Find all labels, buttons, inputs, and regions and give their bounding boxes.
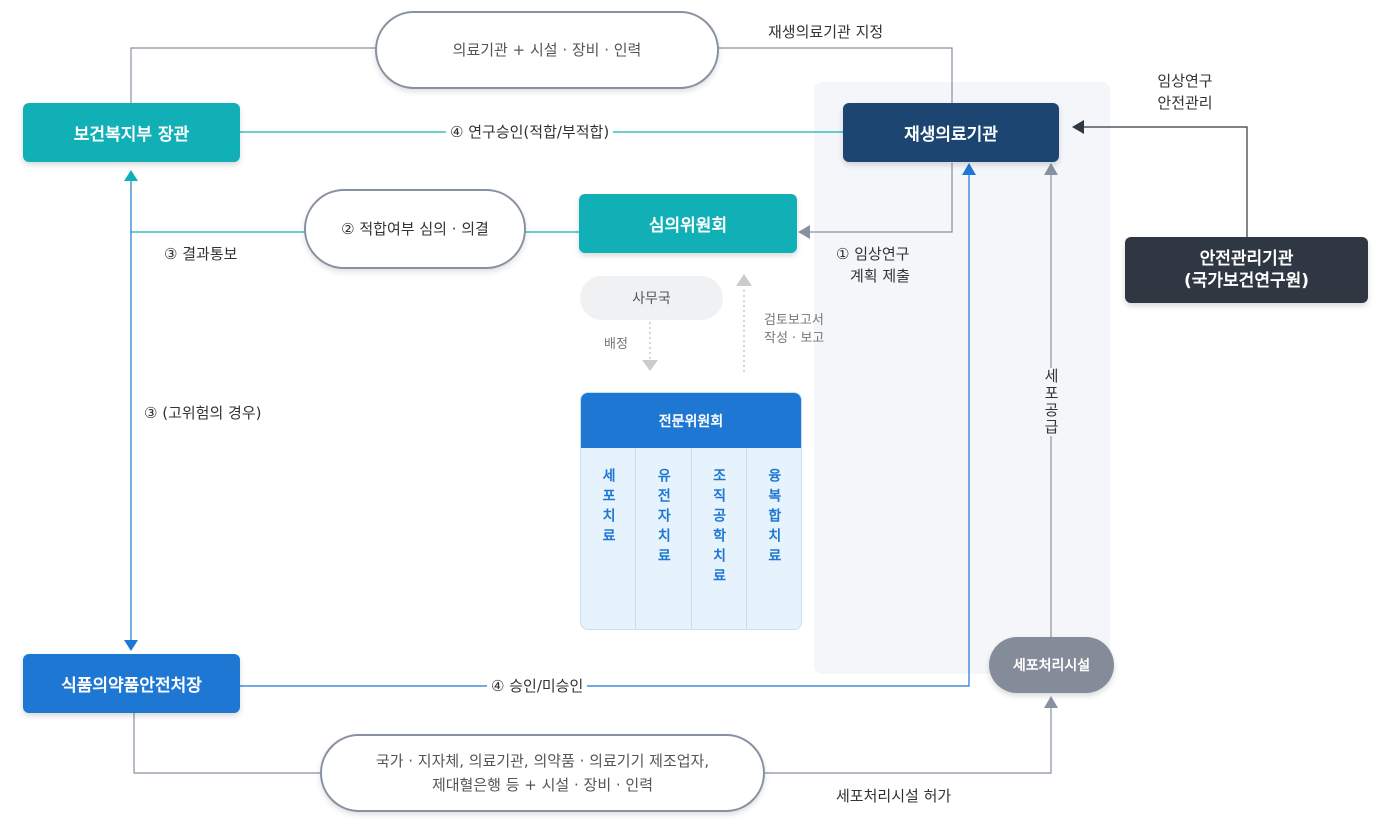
arrow-down-expert	[642, 360, 658, 371]
expert-column: 유전자치료	[636, 448, 692, 629]
expert-column-label: 융복합치료	[765, 468, 782, 568]
designation-line-right	[716, 47, 953, 103]
arrow-left-institution	[1072, 120, 1084, 134]
review-pill: ② 적합여부 심의 · 의결	[304, 189, 526, 269]
mfds-approval-line	[240, 175, 970, 687]
expert-column: 조직공학치료	[692, 448, 747, 629]
mfds-box: 식품의약품안전처장	[23, 654, 240, 713]
report-line2: 작성 · 보고	[764, 331, 825, 346]
plan-submit-line	[810, 163, 953, 233]
arrow-up-committee	[736, 274, 752, 286]
report-label: 검토보고서 작성 · 보고	[764, 312, 824, 348]
permit-line-left	[133, 713, 320, 774]
safety-management-line1: 임상연구	[1157, 72, 1213, 90]
cell-facility-label: 세포처리시설	[1012, 658, 1091, 674]
review-text: ② 적합여부 심의 · 의결	[341, 220, 489, 238]
expert-columns: 세포치료 유전자치료 조직공학치료 융복합치료	[581, 448, 801, 629]
plan-submit-label: ① 임상연구 계획 제출	[836, 243, 910, 287]
minister-label: 보건복지부 장관	[73, 125, 190, 145]
cell-facility-box: 세포처리시설	[989, 637, 1114, 693]
permit-line-right	[762, 708, 1052, 774]
safety-management-line2: 안전관리	[1157, 94, 1213, 112]
minister-box: 보건복지부 장관	[23, 103, 240, 162]
safety-line	[1084, 126, 1248, 237]
arrow-up-institution-blue	[962, 163, 976, 175]
assign-label: 배정	[604, 337, 628, 352]
expert-column-label: 세포치료	[600, 468, 617, 548]
mfds-approval-label: ④ 승인/미승인	[487, 675, 588, 697]
designation-line-left	[130, 47, 376, 103]
report-line1: 검토보고서	[764, 313, 824, 328]
plan-submit-line2: 계획 제출	[850, 267, 910, 285]
institution-box: 재생의료기관	[843, 103, 1059, 162]
committee-label: 심의위원회	[648, 216, 728, 236]
expert-column: 세포치료	[581, 448, 637, 629]
expert-committee-table: 전문위원회 세포치료 유전자치료 조직공학치료 융복합치료	[580, 392, 802, 630]
plan-submit-line1: ① 임상연구	[836, 245, 910, 263]
office-label: 사무국	[632, 291, 671, 307]
arrow-up-cell-facility	[1044, 696, 1058, 708]
designation-label: 재생의료기관 지정	[768, 23, 884, 41]
bottom-requirement-line1: 국가 · 지자체, 의료기관, 의약품 · 의료기기 제조업자,	[375, 752, 710, 770]
arrow-up-minister	[124, 170, 138, 181]
bottom-requirement-pill: 국가 · 지자체, 의료기관, 의약품 · 의료기기 제조업자, 제대혈은행 등…	[320, 734, 765, 812]
facility-permit-label: 세포처리시설 허가	[836, 787, 952, 805]
arrow-down-mfds	[124, 640, 138, 651]
high-risk-label: ③ (고위험의 경우)	[144, 404, 262, 422]
bottom-requirement-line2: 제대혈은행 등 + 시설 · 장비 · 인력	[431, 776, 654, 794]
top-requirement-pill: 의료기관 + 시설 · 장비 · 인력	[375, 11, 719, 89]
mfds-label: 식품의약품안전처장	[61, 676, 202, 696]
result-notice-label: ③ 결과통보	[164, 245, 238, 263]
safety-org-name: 안전관리기관	[1199, 249, 1294, 269]
top-requirement-text: 의료기관 + 시설 · 장비 · 인력	[452, 41, 642, 59]
cell-supply-label: 세포공급	[1041, 368, 1062, 436]
safety-org-subname: (국가보건연구원)	[1183, 271, 1310, 291]
arrow-left-committee	[798, 225, 810, 239]
expert-committee-label: 전문위원회	[658, 413, 724, 430]
expert-committee-header: 전문위원회	[581, 393, 801, 448]
expert-column-label: 유전자치료	[655, 468, 672, 568]
institution-label: 재생의료기관	[904, 125, 998, 145]
safety-management-label: 임상연구 안전관리	[1150, 70, 1220, 114]
office-pill: 사무국	[580, 276, 723, 320]
safety-org-box: 안전관리기관 (국가보건연구원)	[1125, 237, 1368, 303]
arrow-up-institution-gray	[1044, 163, 1058, 175]
expert-column: 융복합치료	[747, 448, 801, 629]
approval-label: ④ 연구승인(적합/부적합)	[446, 121, 614, 143]
committee-box: 심의위원회	[579, 194, 797, 253]
expert-column-label: 조직공학치료	[710, 468, 727, 588]
